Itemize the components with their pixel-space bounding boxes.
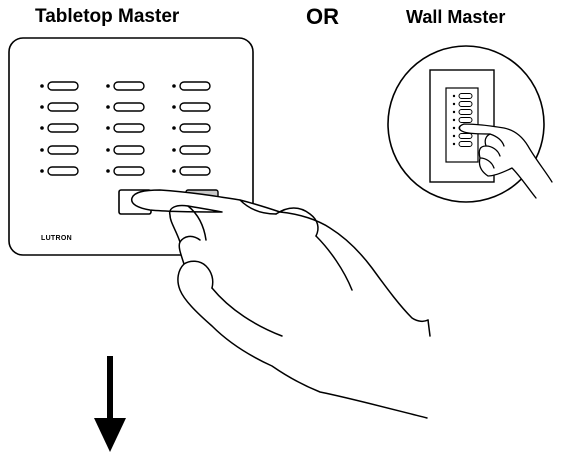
led-dot xyxy=(106,169,110,173)
wall-led-dot xyxy=(452,134,456,138)
led-dot xyxy=(172,169,176,173)
led-dot xyxy=(106,148,110,152)
wall-led-dot xyxy=(452,94,456,98)
led-dot xyxy=(40,169,44,173)
wall-keypad-button xyxy=(458,133,473,139)
keypad-buttons xyxy=(40,81,211,176)
led-dot xyxy=(172,148,176,152)
wall-keypad-button xyxy=(458,109,473,115)
keypad-button xyxy=(47,166,79,176)
wall-led-dot xyxy=(452,142,456,146)
wall-keypad-button xyxy=(458,117,473,123)
wall-keypad-button xyxy=(458,93,473,99)
led-dot xyxy=(172,126,176,130)
keypad-button xyxy=(113,81,145,91)
brand-logo: LUTRON xyxy=(41,235,72,242)
led-dot xyxy=(172,105,176,109)
led-dot xyxy=(40,105,44,109)
keypad-button xyxy=(47,123,79,133)
down-arrow-icon xyxy=(94,356,126,452)
led-dot xyxy=(40,84,44,88)
wall-led-dot xyxy=(452,102,456,106)
led-dot xyxy=(40,148,44,152)
keypad-button xyxy=(113,166,145,176)
wall-keypad-button xyxy=(458,141,473,147)
wall-led-dot xyxy=(452,110,456,114)
keypad-button xyxy=(179,145,211,155)
wall-keypad-button xyxy=(458,101,473,107)
wall-master-title: Wall Master xyxy=(406,7,506,27)
keypad-button xyxy=(113,102,145,112)
keypad-button xyxy=(179,102,211,112)
tabletop-master-title: Tabletop Master xyxy=(35,6,180,27)
keypad-button xyxy=(179,81,211,91)
keypad-button xyxy=(47,81,79,91)
small-hand-icon xyxy=(458,123,553,199)
led-dot xyxy=(106,84,110,88)
wall-keypad-icon xyxy=(387,45,553,203)
keypad-button xyxy=(179,166,211,176)
keypad-button xyxy=(47,145,79,155)
pointing-hand-icon xyxy=(130,189,431,419)
or-label: OR xyxy=(306,4,339,29)
led-dot xyxy=(106,105,110,109)
led-dot xyxy=(40,126,44,130)
led-dot xyxy=(172,84,176,88)
keypad-button xyxy=(179,123,211,133)
keypad-button xyxy=(113,145,145,155)
keypad-button xyxy=(113,123,145,133)
led-dot xyxy=(106,126,110,130)
wall-led-dot xyxy=(452,126,456,130)
keypad-button xyxy=(47,102,79,112)
wall-led-dot xyxy=(452,118,456,122)
